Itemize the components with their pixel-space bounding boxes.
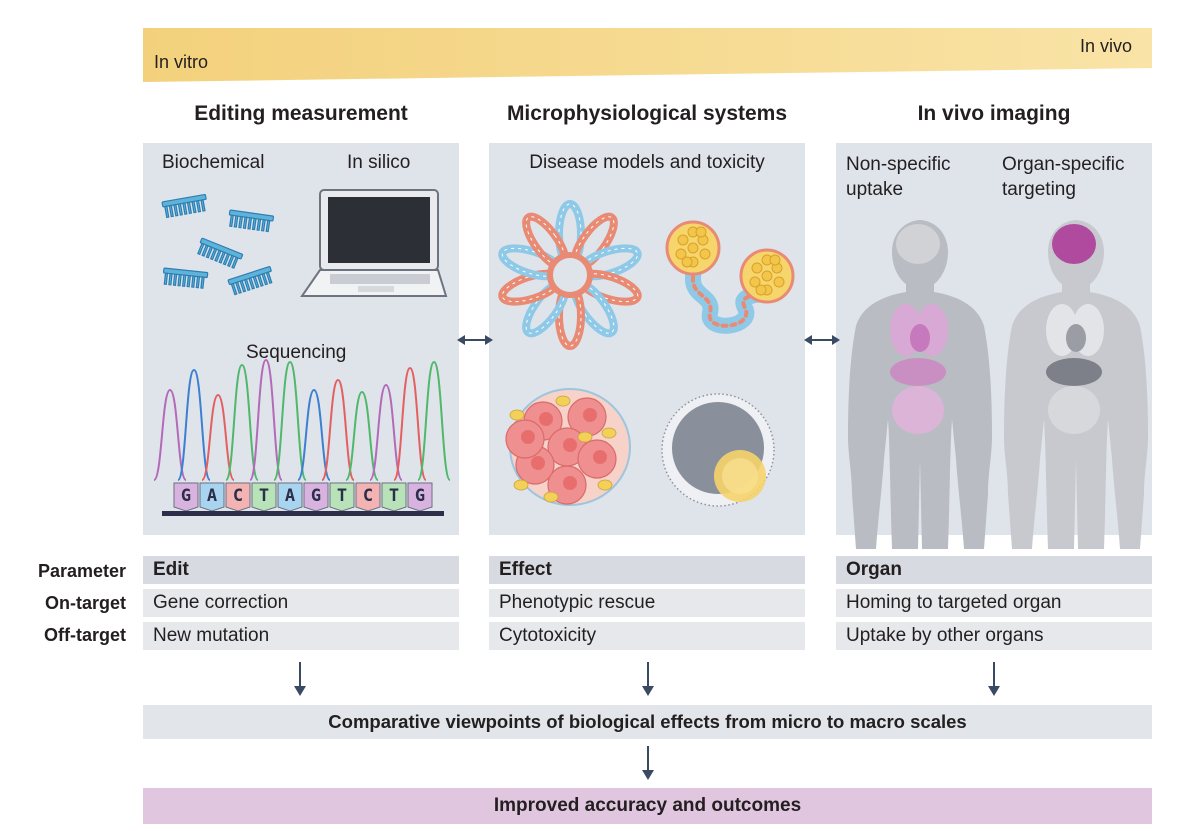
microphysiological-systems-title: Microphysiological systems	[506, 102, 788, 125]
cell-edit: Edit	[143, 556, 459, 584]
sequence-letter: G	[181, 486, 191, 506]
in-vitro-label: In vitro	[154, 52, 209, 72]
cell-cytotoxicity: Cytotoxicity	[489, 622, 805, 650]
in-vivo-label: In vivo	[1080, 36, 1133, 56]
cell-homing-to-targeted-organ: Homing to targeted organ	[836, 589, 1152, 617]
bidirectional-arrow-icon	[804, 335, 840, 345]
sequence-letter: A	[207, 486, 217, 506]
row-label-parameter: Parameter	[37, 561, 126, 581]
dna-fragments-icon	[161, 193, 275, 296]
sequence-letter: G	[415, 486, 425, 506]
down-arrow-icon	[642, 746, 654, 780]
laptop-icon	[300, 189, 448, 297]
comparative-viewpoints-box: Comparative viewpoints of biological eff…	[143, 705, 1152, 739]
editing-measurement-title: Editing measurement	[194, 102, 408, 125]
sequence-letter: A	[285, 486, 295, 506]
in-vitro-in-vivo-gradient	[143, 28, 1152, 82]
cell-organ: Organ	[836, 556, 1152, 584]
row-label-off-target: Off-target	[44, 625, 126, 645]
cell-uptake-by-other-organs: Uptake by other organs	[836, 622, 1152, 650]
sequencing-label: Sequencing	[246, 342, 347, 363]
organ-specific-targeting-label: Organ-specific targeting	[1002, 154, 1125, 200]
cell-phenotypic-rescue: Phenotypic rescue	[489, 589, 805, 617]
sequence-letter: C	[363, 486, 373, 506]
cell-gene-correction: Gene correction	[143, 589, 459, 617]
cell-effect: Effect	[489, 556, 805, 584]
tubule-organoid-icon	[665, 220, 795, 334]
in-silico-label: In silico	[347, 152, 411, 173]
disease-models-label: Disease models and toxicity	[529, 152, 765, 173]
intestinal-organoid-icon	[498, 200, 642, 350]
down-arrow-icon	[294, 662, 306, 696]
cell-new-mutation: New mutation	[143, 622, 459, 650]
bidirectional-arrow-icon	[457, 335, 493, 345]
non-specific-uptake-label: Non-specific uptake	[846, 154, 951, 200]
down-arrow-icon	[642, 662, 654, 696]
human-body-figures	[848, 220, 1148, 549]
in-vivo-imaging-title: In vivo imaging	[917, 102, 1071, 125]
sequence-letter: C	[233, 486, 243, 506]
sequence-letter: T	[337, 486, 347, 506]
improved-outcomes-box: Improved accuracy and outcomes	[143, 788, 1152, 824]
cell-spheroid-icon	[505, 388, 631, 506]
biochemical-label: Biochemical	[162, 152, 265, 173]
single-cell-particle-icon	[661, 393, 775, 507]
sequence-letter: T	[389, 486, 399, 506]
row-label-on-target: On-target	[45, 593, 126, 613]
sequence-letter: T	[259, 486, 269, 506]
down-arrow-icon	[988, 662, 1000, 696]
sequence-letter: G	[311, 486, 321, 506]
